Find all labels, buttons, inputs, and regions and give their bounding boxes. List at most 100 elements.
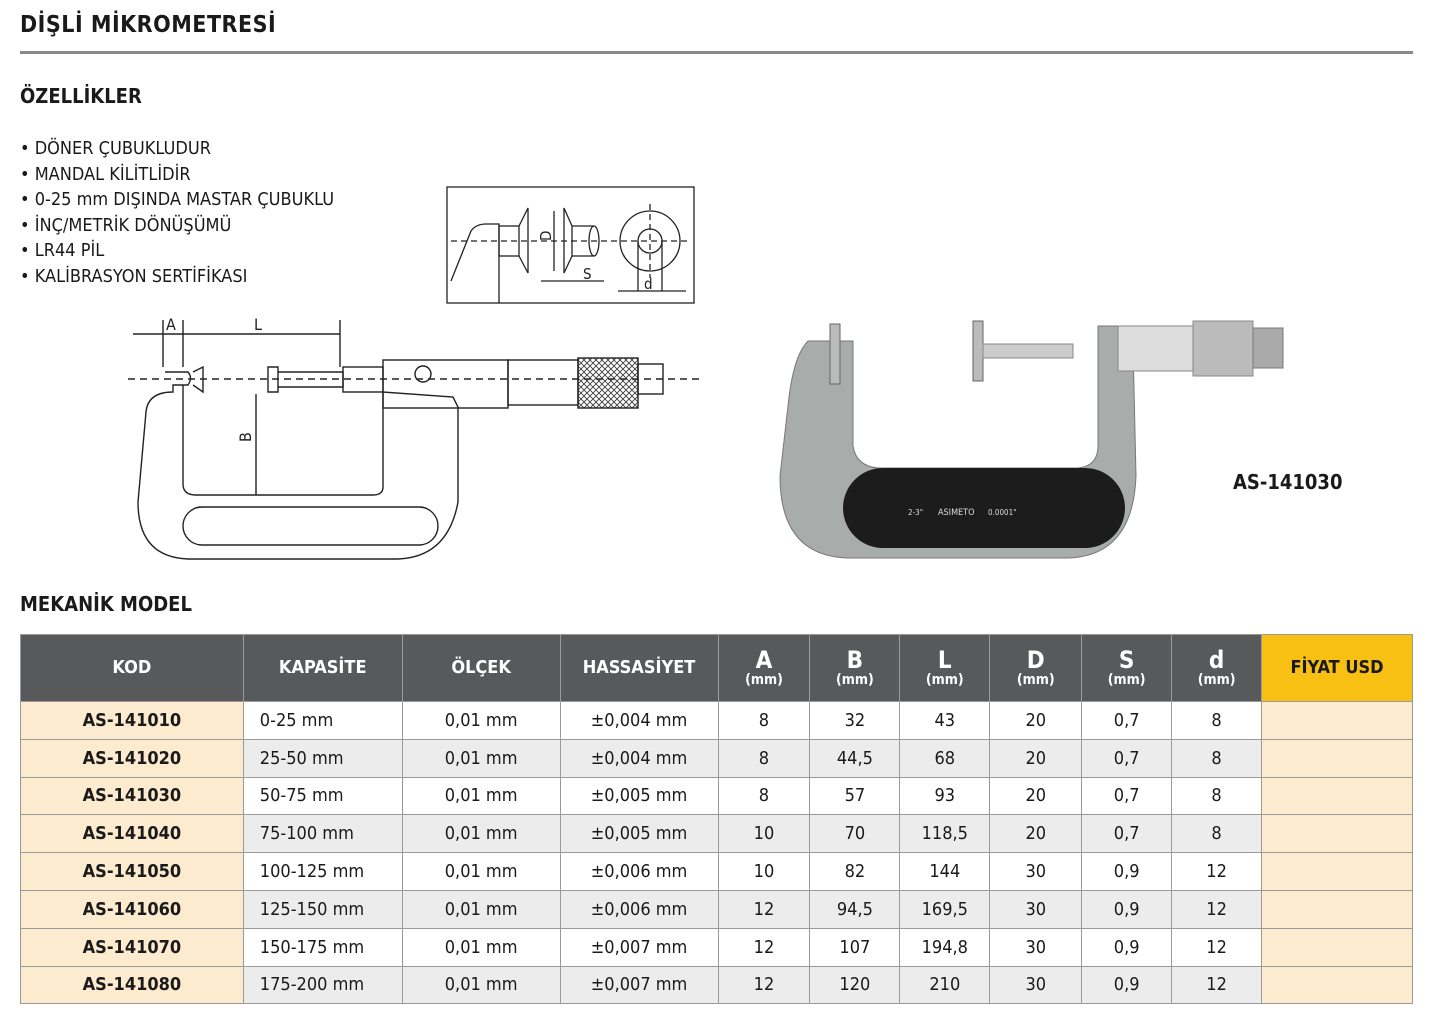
table-cell: 8 — [717, 738, 811, 778]
table-cell: 0,01 mm — [401, 738, 561, 778]
product-code: AS-141050 — [20, 852, 244, 891]
table-heading: MEKANİK MODEL — [20, 592, 192, 616]
table-cell: 50-75 mm — [242, 776, 403, 816]
table-cell: 0,7 — [1081, 738, 1173, 778]
table-cell: 12 — [717, 965, 811, 1005]
price-cell — [1261, 814, 1413, 854]
table-cell: 68 — [899, 738, 991, 778]
table-cell: ±0,007 mm — [559, 965, 719, 1005]
table-cell: 93 — [899, 776, 991, 816]
column-header: B(mm) — [809, 634, 901, 702]
table-cell: 150-175 mm — [242, 927, 403, 967]
table-cell: 120 — [809, 965, 901, 1005]
table-cell: 20 — [989, 738, 1083, 778]
page-title: DİŞLİ MİKROMETRESİ — [20, 12, 277, 38]
features-list: DÖNER ÇUBUKLUDURMANDAL KİLİTLİDİR0-25 mm… — [20, 136, 334, 290]
column-header: d(mm) — [1171, 634, 1263, 702]
table-cell: 8 — [1171, 738, 1263, 778]
table-cell: ±0,004 mm — [559, 701, 719, 740]
label-D: D — [537, 231, 555, 241]
table-cell: ±0,006 mm — [559, 852, 719, 891]
price-cell — [1261, 889, 1413, 929]
table-cell: 0,7 — [1081, 776, 1173, 816]
table-cell: 0,7 — [1081, 701, 1173, 740]
table-cell: ±0,005 mm — [559, 814, 719, 854]
table-cell: 8 — [1171, 776, 1263, 816]
column-header: D(mm) — [989, 634, 1083, 702]
svg-text:B: B — [236, 432, 255, 442]
table-cell: 25-50 mm — [242, 738, 403, 778]
table-cell: 0,01 mm — [401, 889, 561, 929]
svg-text:2-3": 2-3" — [908, 508, 923, 517]
feature-item: 0-25 mm DIŞINDA MASTAR ÇUBUKLU — [20, 187, 334, 213]
table-cell: 12 — [1171, 852, 1263, 891]
table-cell: 12 — [1171, 965, 1263, 1005]
table-cell: 107 — [809, 927, 901, 967]
table-cell: 8 — [717, 701, 811, 740]
column-header: ÖLÇEK — [401, 634, 561, 702]
svg-text:0.0001": 0.0001" — [988, 508, 1016, 517]
table-cell: 0-25 mm — [242, 701, 403, 740]
anvil-detail-diagram: D S d — [446, 186, 695, 304]
table-cell: 169,5 — [899, 889, 991, 929]
table-cell: 57 — [809, 776, 901, 816]
table-cell: 12 — [1171, 889, 1263, 929]
column-header: A(mm) — [717, 634, 811, 702]
table-cell: 0,01 mm — [401, 852, 561, 891]
table-cell: 144 — [899, 852, 991, 891]
table-cell: 0,01 mm — [401, 814, 561, 854]
table-cell: 125-150 mm — [242, 889, 403, 929]
price-cell — [1261, 965, 1413, 1005]
price-cell — [1261, 927, 1413, 967]
table-cell: 30 — [989, 927, 1083, 967]
column-header: HASSASİYET — [559, 634, 719, 702]
table-cell: 20 — [989, 776, 1083, 816]
table-cell: 43 — [899, 701, 991, 740]
feature-item: DÖNER ÇUBUKLUDUR — [20, 136, 334, 162]
table-cell: 100-125 mm — [242, 852, 403, 891]
table-cell: 0,9 — [1081, 927, 1173, 967]
table-cell: 8 — [1171, 701, 1263, 740]
product-code: AS-141030 — [20, 776, 244, 816]
table-cell: 0,9 — [1081, 965, 1173, 1005]
column-header: S(mm) — [1081, 634, 1173, 702]
product-code: AS-141040 — [20, 814, 244, 854]
table-cell: 0,01 mm — [401, 927, 561, 967]
table-cell: 12 — [717, 927, 811, 967]
feature-item: KALİBRASYON SERTİFİKASI — [20, 264, 334, 290]
table-cell: 20 — [989, 814, 1083, 854]
table-cell: 194,8 — [899, 927, 991, 967]
price-cell — [1261, 701, 1413, 740]
column-header: FİYAT USD — [1261, 634, 1413, 702]
table-cell: 82 — [809, 852, 901, 891]
column-header: L(mm) — [899, 634, 991, 702]
svg-text:A: A — [166, 315, 176, 334]
table-cell: 32 — [809, 701, 901, 740]
table-cell: 94,5 — [809, 889, 901, 929]
feature-item: İNÇ/METRİK DÖNÜŞÜMÜ — [20, 213, 334, 239]
table-cell: 0,7 — [1081, 814, 1173, 854]
column-header: KOD — [20, 634, 244, 702]
table-cell: ±0,007 mm — [559, 927, 719, 967]
table-cell: ±0,006 mm — [559, 889, 719, 929]
table-cell: 12 — [1171, 927, 1263, 967]
price-cell — [1261, 738, 1413, 778]
table-cell: 30 — [989, 965, 1083, 1005]
svg-text:ASIMETO: ASIMETO — [938, 508, 974, 518]
table-cell: 0,9 — [1081, 852, 1173, 891]
table-cell: 70 — [809, 814, 901, 854]
table-cell: 75-100 mm — [242, 814, 403, 854]
features-heading: ÖZELLİKLER — [20, 84, 142, 108]
table-cell: 8 — [717, 776, 811, 816]
label-d: d — [644, 275, 653, 293]
table-cell: 12 — [717, 889, 811, 929]
title-divider — [20, 51, 1413, 54]
